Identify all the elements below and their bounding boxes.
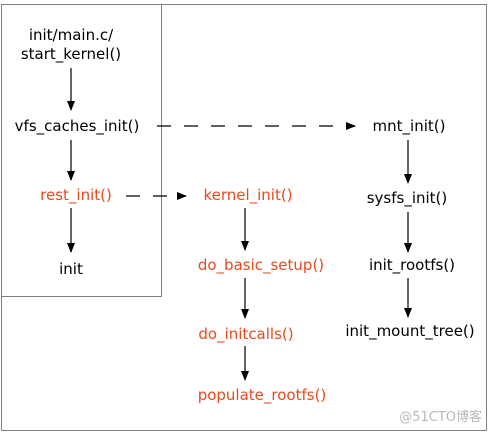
node-init-main-c: init/main.c/ [29, 26, 114, 44]
node-do-basic-setup: do_basic_setup() [198, 256, 324, 275]
node-mnt-init: mnt_init() [373, 117, 446, 136]
node-populate-rootfs: populate_rootfs() [198, 386, 327, 405]
node-init-mount-tree: init_mount_tree() [345, 322, 474, 341]
watermark-51cto: @51CTO博客 [399, 409, 482, 425]
node-sysfs-init: sysfs_init() [367, 189, 448, 208]
node-vfs-caches-init: vfs_caches_init() [15, 117, 140, 136]
node-init-rootfs: init_rootfs() [369, 256, 455, 275]
main-c-frame [1, 4, 162, 297]
node-rest-init: rest_init() [40, 186, 112, 205]
node-kernel-init: kernel_init() [203, 186, 292, 205]
node-init: init [59, 260, 83, 278]
outer-frame [1, 4, 487, 431]
node-do-initcalls: do_initcalls() [198, 325, 293, 344]
node-start-kernel: start_kernel() [21, 45, 121, 64]
